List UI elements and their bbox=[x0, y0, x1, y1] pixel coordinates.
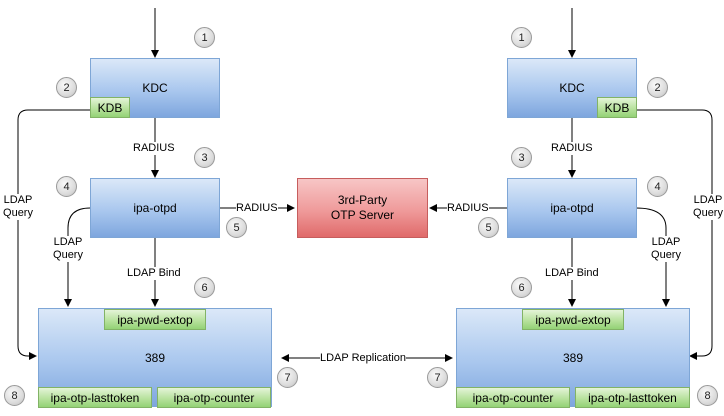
right-389-label: 389 bbox=[562, 350, 584, 365]
right-kdc-label: KDC bbox=[559, 81, 585, 95]
otp-server-line2: OTP Server bbox=[330, 208, 395, 222]
step-left-4: 4 bbox=[56, 176, 77, 197]
step-left-3: 3 bbox=[194, 147, 215, 168]
otp-server-line1: 3rd-Party bbox=[337, 193, 388, 207]
right-otpd-box: ipa-otpd bbox=[507, 178, 637, 238]
right-counter-label: ipa-otp-counter bbox=[472, 390, 554, 405]
edge-right-kdb-query bbox=[636, 109, 713, 360]
step-left-2: 2 bbox=[56, 77, 77, 98]
label-left-otpd-query-2: Query bbox=[53, 249, 83, 261]
step-right-3: 3 bbox=[511, 147, 532, 168]
label-left-otpd-query-1: LDAP bbox=[53, 236, 83, 248]
step-right-6: 6 bbox=[511, 277, 532, 298]
step-right-8: 8 bbox=[697, 385, 718, 406]
right-counter-box: ipa-otp-counter bbox=[456, 387, 570, 408]
step-left-5: 5 bbox=[226, 217, 247, 238]
label-right-kdb-query-2: Query bbox=[693, 207, 723, 219]
label-left-kdb-query: LDAP Query bbox=[2, 194, 34, 220]
edge-left-otpd-query bbox=[64, 207, 91, 307]
step-left-8: 8 bbox=[4, 385, 25, 406]
right-extop-box: ipa-pwd-extop bbox=[522, 309, 624, 330]
label-right-otp-radius: RADIUS bbox=[447, 202, 489, 215]
left-counter-box: ipa-otp-counter bbox=[157, 387, 271, 408]
left-extop-box: ipa-pwd-extop bbox=[104, 309, 206, 330]
label-right-kdc-radius: RADIUS bbox=[551, 142, 593, 155]
left-kdb-box: KDB bbox=[90, 97, 130, 118]
label-right-otpd-query-1: LDAP bbox=[651, 236, 681, 248]
left-counter-label: ipa-otp-counter bbox=[173, 390, 255, 405]
label-right-otpd-query: LDAP Query bbox=[650, 236, 682, 262]
left-kdc-label: KDC bbox=[142, 81, 168, 95]
right-otpd-label: ipa-otpd bbox=[550, 201, 594, 215]
right-lasttoken-box: ipa-otp-lasttoken bbox=[575, 387, 690, 408]
left-lasttoken-label: ipa-otp-lasttoken bbox=[50, 390, 140, 405]
step-left-1: 1 bbox=[194, 27, 215, 48]
label-right-kdb-query: LDAP Query bbox=[692, 194, 724, 220]
otp-server-box: 3rd-Party OTP Server bbox=[297, 178, 428, 238]
left-kdb-label: KDB bbox=[97, 100, 123, 115]
label-left-otp-radius: RADIUS bbox=[236, 202, 278, 215]
right-kdb-box: KDB bbox=[597, 97, 637, 118]
right-kdc-box: KDC bbox=[507, 58, 637, 118]
step-left-7: 7 bbox=[277, 367, 298, 388]
right-lasttoken-label: ipa-otp-lasttoken bbox=[588, 390, 677, 405]
label-right-kdb-query-1: LDAP bbox=[693, 194, 723, 206]
left-otpd-label: ipa-otpd bbox=[133, 201, 177, 215]
label-right-otpd-query-2: Query bbox=[651, 249, 681, 261]
left-lasttoken-box: ipa-otp-lasttoken bbox=[38, 387, 152, 408]
right-kdb-label: KDB bbox=[604, 100, 630, 115]
step-right-2: 2 bbox=[647, 77, 668, 98]
step-left-6: 6 bbox=[194, 277, 215, 298]
step-right-1: 1 bbox=[511, 27, 532, 48]
label-left-kdc-radius: RADIUS bbox=[133, 142, 175, 155]
left-389-label: 389 bbox=[144, 350, 166, 365]
left-extop-label: ipa-pwd-extop bbox=[117, 312, 193, 327]
step-right-4: 4 bbox=[647, 176, 668, 197]
edge-left-kdb-query bbox=[17, 109, 90, 360]
label-right-ldap-bind: LDAP Bind bbox=[545, 267, 599, 280]
label-left-kdb-query-1: LDAP bbox=[3, 194, 33, 206]
label-replication: LDAP Replication bbox=[320, 352, 407, 365]
label-left-kdb-query-2: Query bbox=[3, 207, 33, 219]
label-left-ldap-bind: LDAP Bind bbox=[127, 267, 181, 280]
label-left-otpd-query: LDAP Query bbox=[52, 236, 84, 262]
edge-right-otpd-query bbox=[635, 207, 670, 307]
step-right-5: 5 bbox=[478, 217, 499, 238]
left-otpd-box: ipa-otpd bbox=[90, 178, 220, 238]
right-extop-label: ipa-pwd-extop bbox=[535, 312, 611, 327]
step-right-7: 7 bbox=[427, 367, 448, 388]
